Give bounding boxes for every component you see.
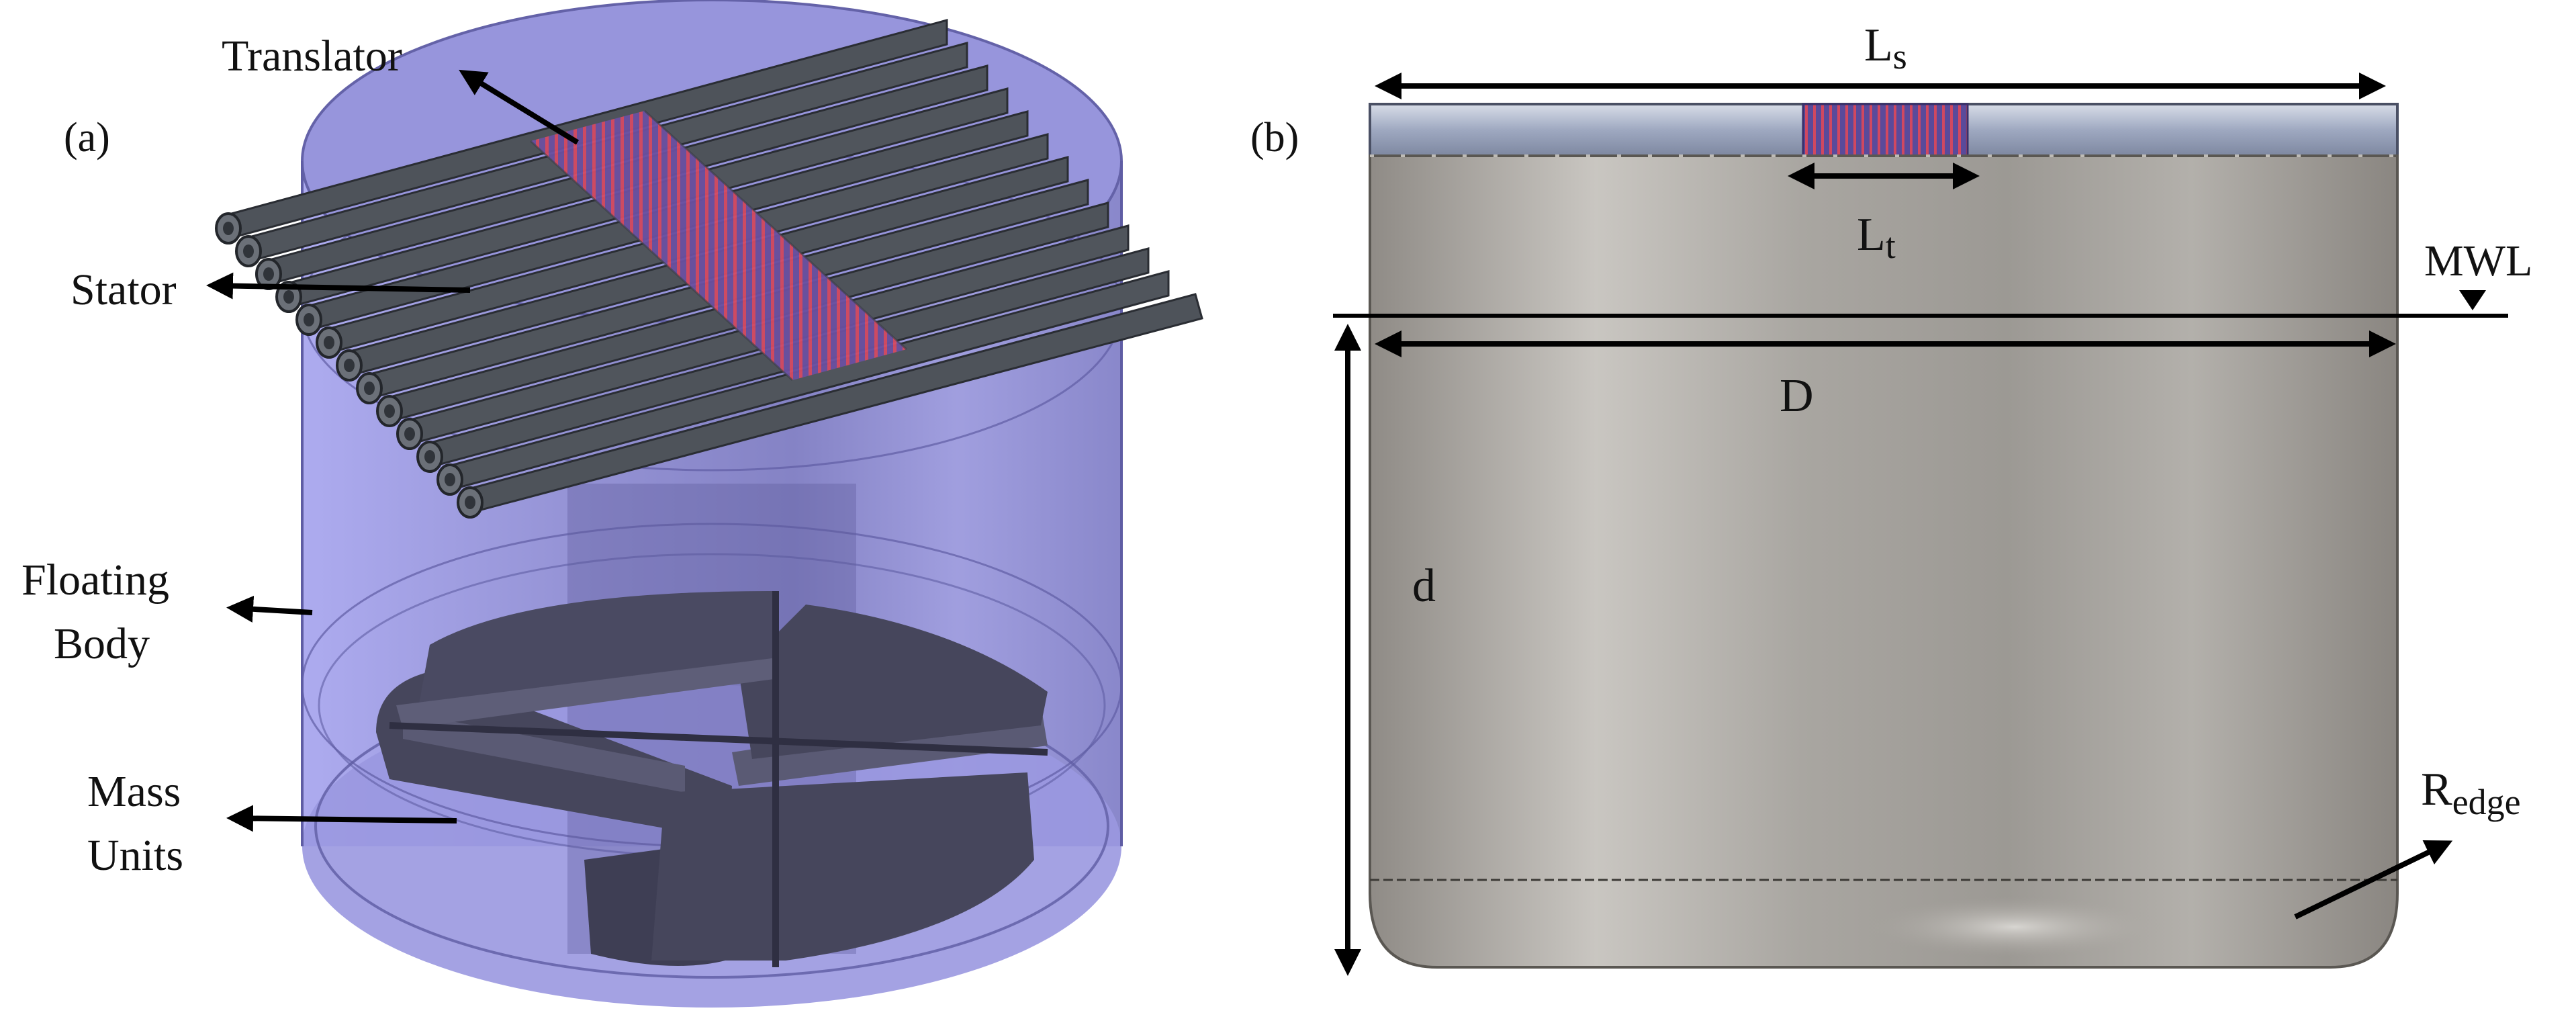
stator-label: Stator xyxy=(71,265,177,314)
mass-units-label-line1: Mass xyxy=(87,767,181,816)
floating-body-arrow xyxy=(226,595,313,623)
lt-label: Lt xyxy=(1857,209,1896,266)
translator-coil-block xyxy=(1802,103,1969,158)
mass-units-label-line2: Units xyxy=(87,831,183,880)
floating-body-side-view xyxy=(1369,154,2399,969)
redge-label: Redge xyxy=(2421,764,2521,822)
mwl-label: MWL xyxy=(2424,236,2532,285)
translator-coils xyxy=(529,109,908,382)
translator-arrow xyxy=(459,69,580,145)
mass-units xyxy=(376,591,1048,967)
panel-a-label: (a) xyxy=(64,115,110,161)
panel-b: (b) Ls Lt MWL D d Redge xyxy=(1250,19,2532,976)
mass-units-arrow xyxy=(226,805,457,832)
draft-label: d xyxy=(1412,560,1436,612)
floating-body-label-line1: Floating xyxy=(21,555,169,605)
panel-b-label: (b) xyxy=(1250,115,1299,161)
panel-a: Translator (a) Stator Floating Body Mass… xyxy=(21,0,1203,1008)
redge-arrow xyxy=(2294,840,2453,920)
stator-arrow xyxy=(206,272,471,300)
ls-label: Ls xyxy=(1864,19,1907,77)
diameter-label: D xyxy=(1780,370,1814,422)
translator-label: Translator xyxy=(222,32,402,81)
floating-body-label-line2: Body xyxy=(54,619,150,668)
mwl-triangle-icon xyxy=(2459,290,2486,310)
